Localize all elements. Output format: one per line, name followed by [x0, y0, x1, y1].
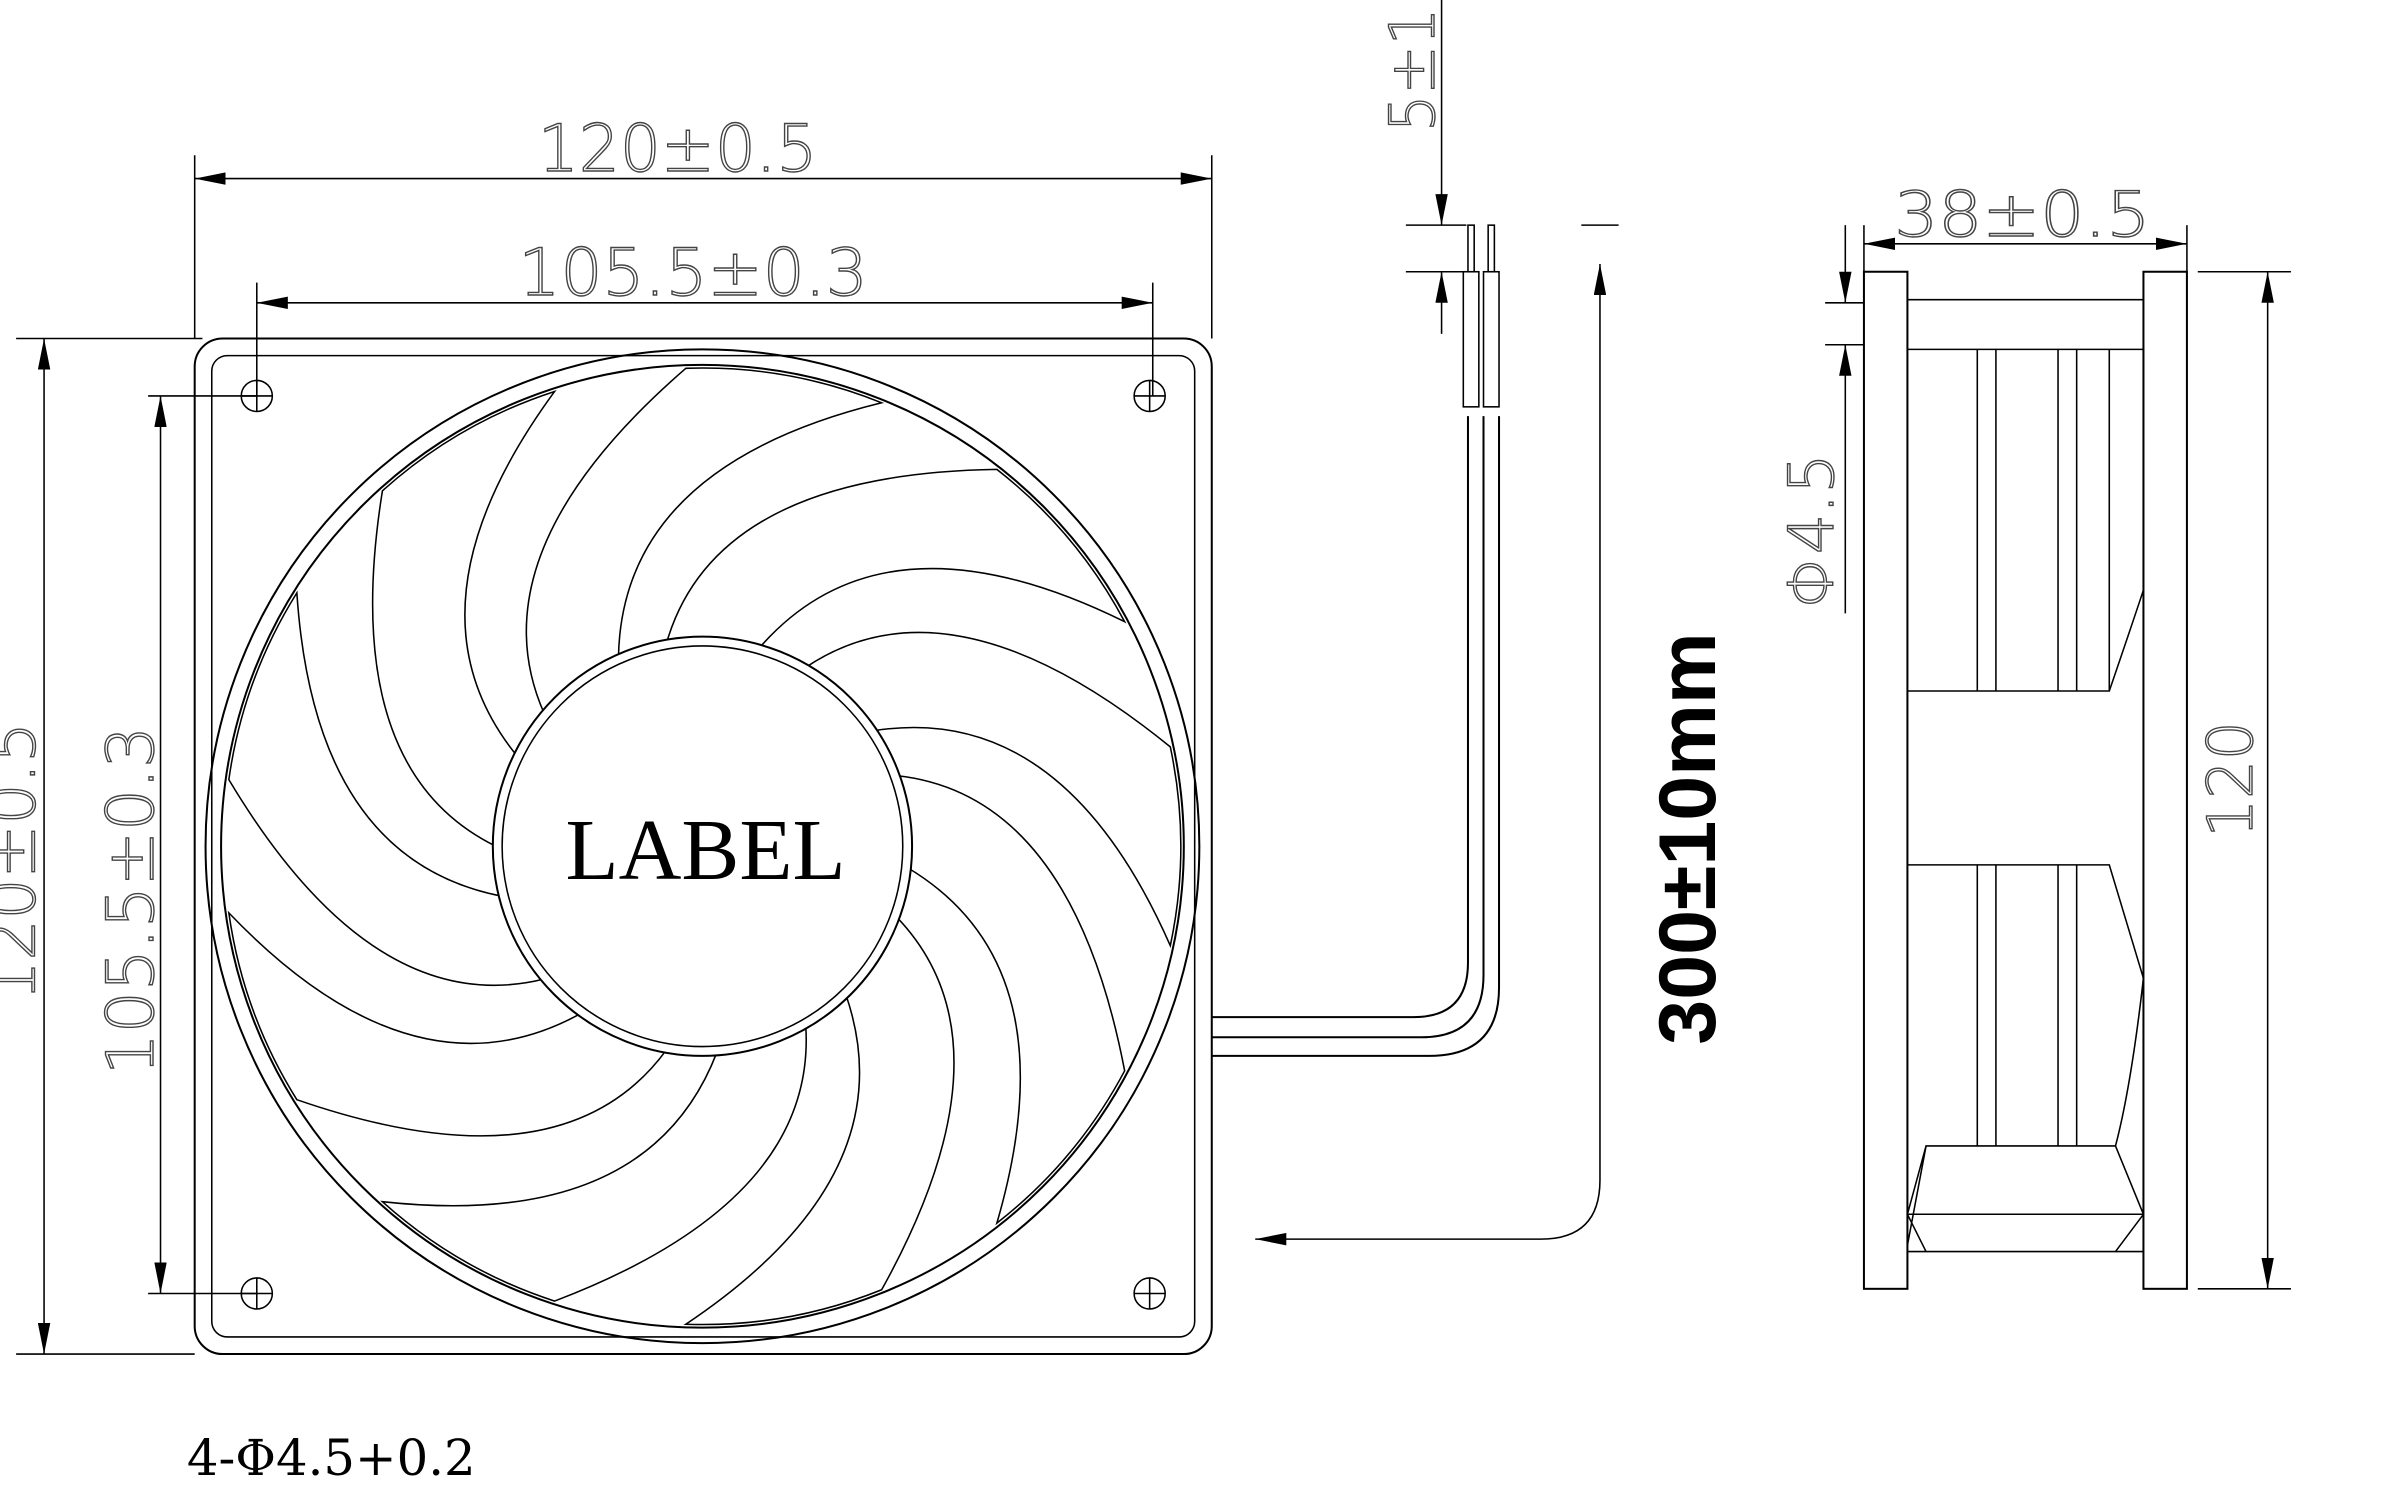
stripped-tip-1: [1467, 224, 1475, 273]
side-flange-left: [1862, 270, 1909, 1290]
mounting-holes: [240, 379, 1166, 1310]
fan-frame-inner-edge: [210, 354, 1196, 1338]
length-dimension-label: 300±10mm: [1643, 632, 1733, 1044]
depth-dimension-label: 38±0.5: [1894, 178, 2150, 251]
length-dimension-line: [1255, 263, 1607, 1246]
hole-center-mark: [1134, 1277, 1166, 1310]
height-dimension-label: 120±0.5: [0, 722, 51, 1002]
side-upper-body: [1907, 349, 2145, 692]
wire-end-2: [1482, 270, 1500, 408]
stripped-tip-2: [1487, 224, 1496, 273]
strip-dimension-label: 5±1: [1376, 8, 1449, 132]
fan-blade: [227, 910, 668, 1137]
fan-blades: [227, 367, 1182, 1326]
side-view: 38±0.5 120 Φ4.5: [1774, 177, 2291, 1290]
front-view: LABEL 120±0.5 105.5±0.3 120±0.5 105.5±0.…: [0, 110, 1213, 1487]
fan-frame-outline: [193, 337, 1213, 1356]
hub-label: LABEL: [566, 802, 846, 898]
fan-blade: [228, 590, 546, 987]
fan-blade: [665, 468, 1127, 649]
side-ribs: [1976, 349, 2111, 1146]
hole-center-mark: [1134, 380, 1166, 412]
fan-hub-inner: [501, 645, 904, 1048]
hole-note: 4-Φ4.5+0.2: [187, 1429, 476, 1487]
side-lower-body: [1906, 864, 2145, 1253]
fan-blade: [804, 631, 1182, 949]
side-height-label: 120: [2194, 721, 2267, 837]
fan-blade: [525, 367, 885, 715]
fan-blade: [380, 1024, 807, 1302]
hole-spacing-h-label: 105.5±0.3: [518, 235, 867, 311]
wire-end-1: [1462, 270, 1480, 408]
fan-ring-outer: [204, 348, 1201, 1345]
fan-blade: [371, 389, 557, 848]
flange-dimension-label: Φ4.5: [1775, 453, 1848, 608]
fan-ring-inner: [220, 363, 1185, 1329]
wire-1: [1211, 416, 1469, 1019]
hole-spacing-v-label: 105.5±0.3: [93, 726, 169, 1075]
side-flange-right: [2142, 270, 2188, 1290]
fan-blade: [895, 774, 1126, 1226]
lead-wire: 5±1 300±10mm: [1211, 0, 1733, 1246]
wire-2: [1211, 416, 1485, 1039]
fan-hub-outer: [491, 635, 914, 1057]
wire-3: [1211, 416, 1501, 1057]
fan-blade: [683, 915, 955, 1326]
width-dimension-label: 120±0.5: [538, 111, 818, 187]
